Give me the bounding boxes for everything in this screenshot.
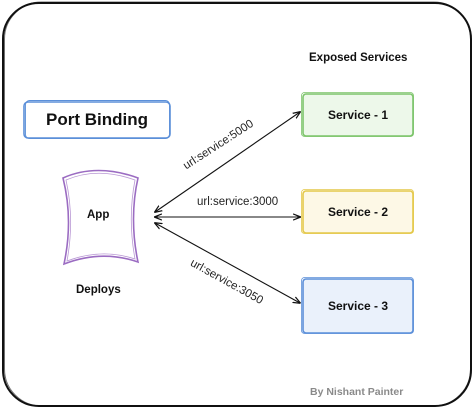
edge-service-3 [155,223,300,303]
services-heading: Exposed Services [309,52,408,64]
app-shape-hatch [65,172,136,262]
service-3-box-sketch [301,277,414,334]
service-1-box [302,93,414,137]
outer-frame-sketch [4,1,471,407]
edge-service-1 [155,112,300,212]
app-label: App [87,209,110,221]
service-3-box [302,278,414,334]
service-2-label: Service - 2 [327,205,389,219]
app-caption: Deploys [76,284,121,296]
credit-text: By Nishant Painter [310,386,404,398]
service-3-label: Service - 3 [327,299,389,313]
diagram-title: Port Binding [46,110,148,129]
service-1-label: Service - 1 [327,108,389,122]
app-shape [62,169,140,266]
edge-label-service-2: url:service:3000 [197,196,279,208]
service-2-box [302,190,414,234]
